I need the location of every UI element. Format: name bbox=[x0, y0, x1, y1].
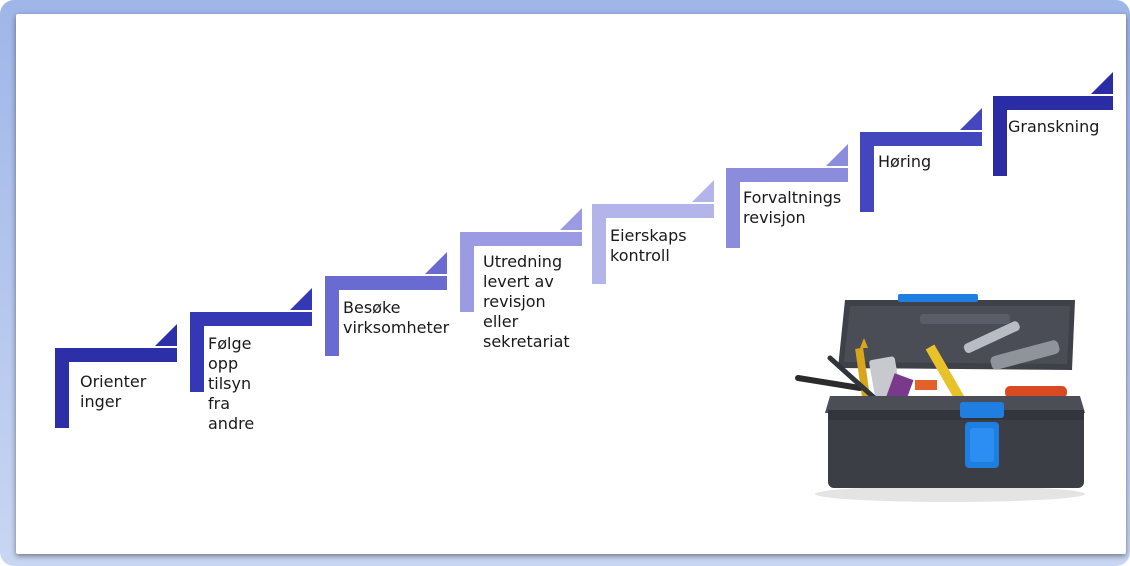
step-bracket-vertical bbox=[860, 132, 874, 212]
step-bracket-horizontal bbox=[55, 348, 177, 362]
step-bracket-horizontal bbox=[993, 96, 1113, 110]
step-bracket-horizontal bbox=[460, 232, 582, 246]
toolbox-illustration bbox=[795, 294, 1085, 502]
step-label: Eierskaps kontroll bbox=[610, 226, 687, 265]
step-label: Granskning bbox=[1008, 117, 1100, 136]
step-bracket-horizontal bbox=[325, 276, 447, 290]
step-arrow-tip bbox=[1091, 72, 1113, 94]
step-bracket-vertical bbox=[726, 168, 740, 248]
step-label: Høring bbox=[878, 152, 932, 171]
step-bracket-vertical bbox=[993, 96, 1007, 176]
step-arrow-tip bbox=[560, 208, 582, 230]
step-bracket-vertical bbox=[55, 348, 69, 428]
step-bracket-vertical bbox=[325, 276, 339, 356]
step-arrow-tip bbox=[960, 108, 982, 130]
step-label: Besøke virksomheter bbox=[343, 298, 450, 337]
step-label: Følge opp tilsyn fra andre bbox=[208, 334, 255, 433]
step-label: Utredning levert av revisjon eller sekre… bbox=[483, 252, 570, 351]
step-arrow-tip bbox=[425, 252, 447, 274]
step-bracket-horizontal bbox=[592, 204, 714, 218]
step-bracket-horizontal bbox=[726, 168, 848, 182]
step-arrow-tip bbox=[826, 144, 848, 166]
step-bracket-vertical bbox=[460, 232, 474, 312]
step-arrow-tip bbox=[290, 288, 312, 310]
step-bracket-horizontal bbox=[190, 312, 312, 326]
step-bracket-vertical bbox=[190, 312, 204, 392]
step-arrow-tip bbox=[692, 180, 714, 202]
step-arrow-tip bbox=[155, 324, 177, 346]
step-bracket-horizontal bbox=[860, 132, 982, 146]
step-bracket-vertical bbox=[592, 204, 606, 284]
step-label: Orienter inger bbox=[80, 372, 147, 411]
toolbox-icon bbox=[790, 288, 1100, 508]
step-label: Forvaltnings revisjon bbox=[743, 188, 842, 227]
